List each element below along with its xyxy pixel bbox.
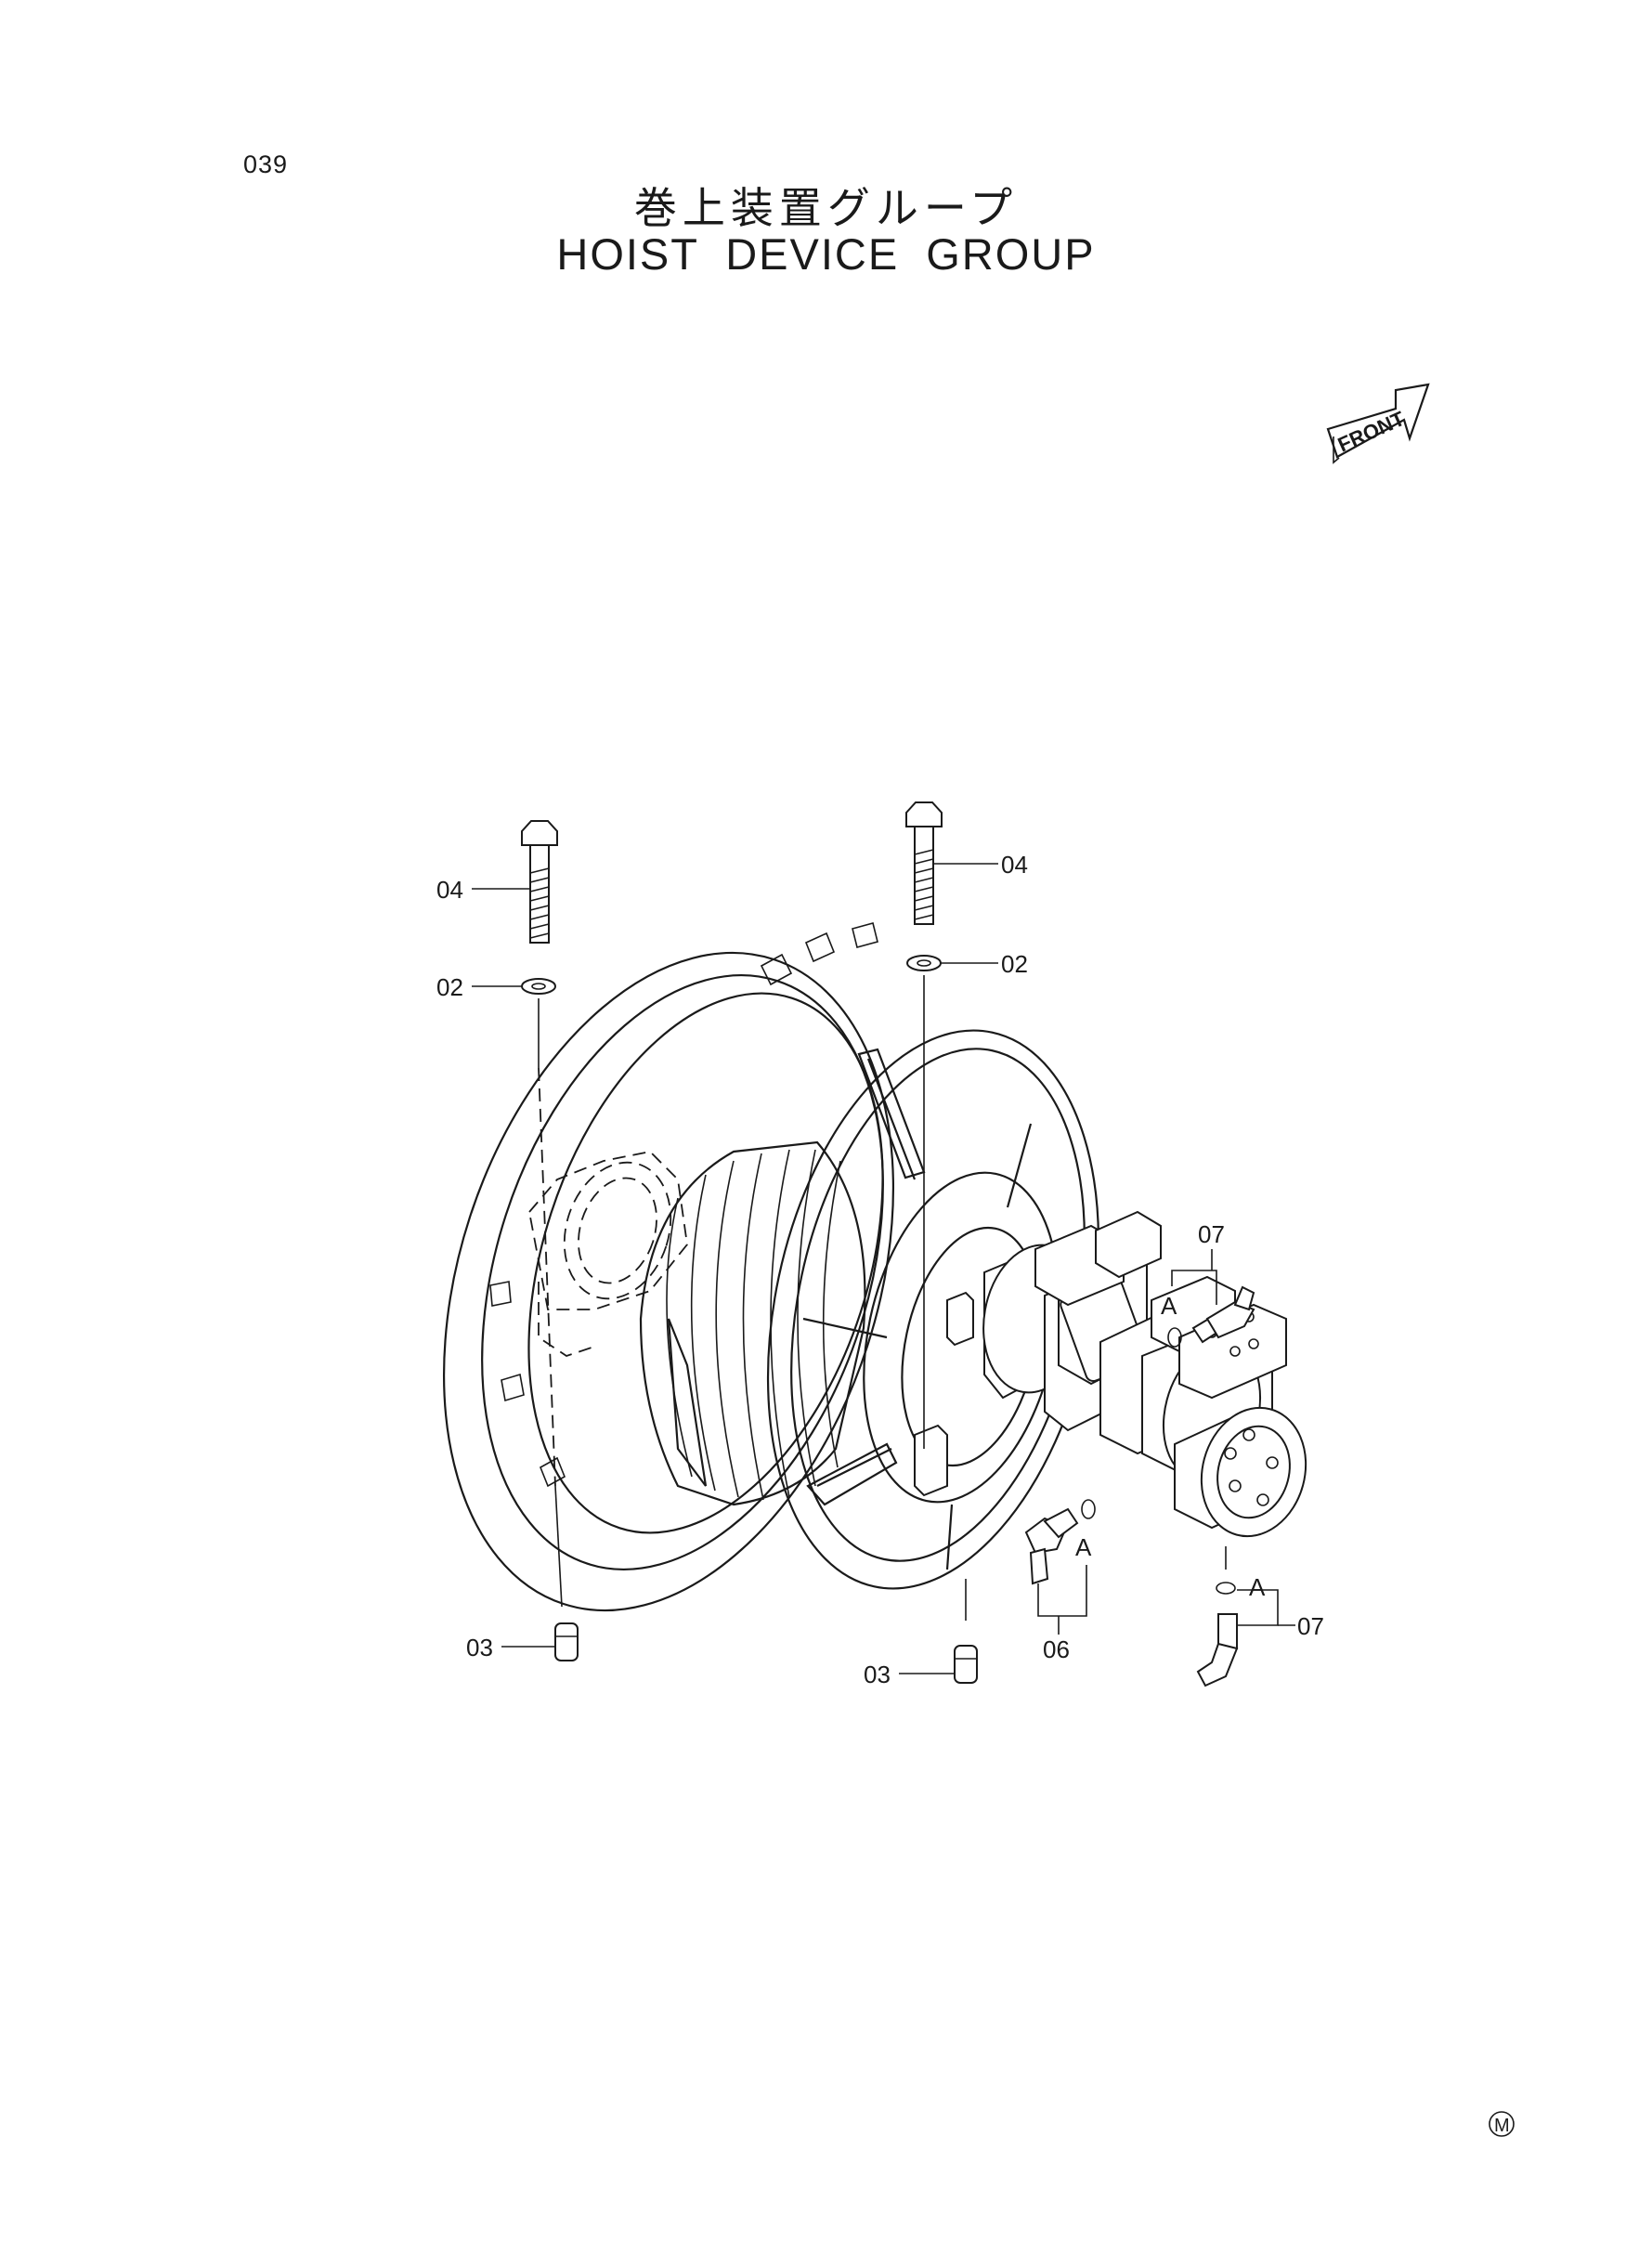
elbow-fitting-lower xyxy=(1024,1507,1079,1585)
front-arrow-icon: FRONT xyxy=(1326,383,1430,464)
o-ring-upper xyxy=(1167,1327,1182,1348)
washer-right xyxy=(906,955,942,971)
front-label: FRONT xyxy=(1334,407,1409,457)
callout-nut-right: 03 xyxy=(864,1661,891,1688)
callout-elbow-upper: 07 xyxy=(1198,1220,1225,1248)
ref-a-upper: A xyxy=(1161,1292,1177,1320)
bolt-left xyxy=(521,820,558,944)
elbow-fitting-right xyxy=(1196,1613,1239,1687)
callout-nut-left: 03 xyxy=(466,1634,493,1661)
page-title: HOIST DEVICE GROUP xyxy=(556,229,1096,279)
ref-a-lower: A xyxy=(1075,1533,1092,1561)
leader-elbow-right xyxy=(1237,1589,1279,1626)
bolt-right xyxy=(905,801,943,925)
callout-elbow-lower: 06 xyxy=(1043,1635,1070,1663)
page-number: 039 xyxy=(243,150,289,178)
bearing-bracket xyxy=(528,1151,688,1357)
callout-washer-right: 02 xyxy=(1001,950,1028,978)
o-ring-lower xyxy=(1081,1499,1096,1519)
leader-elbow-upper xyxy=(1171,1270,1217,1305)
cable-drum xyxy=(639,1140,866,1506)
callout-elbow-right: 07 xyxy=(1297,1612,1324,1640)
trademark-badge: M xyxy=(1489,2111,1515,2137)
o-ring-right xyxy=(1216,1582,1236,1595)
ref-a-right: A xyxy=(1249,1573,1266,1601)
nut-right xyxy=(954,1645,978,1684)
axis-bolt-left-hidden xyxy=(538,1067,556,1487)
drum-flange-left xyxy=(443,922,894,1612)
elbow-fitting-upper xyxy=(1191,1285,1255,1344)
page-title-japanese: 巻上装置グループ xyxy=(633,183,1019,233)
callout-washer-left: 02 xyxy=(436,973,463,1001)
callout-bolt-right: 04 xyxy=(1001,851,1028,879)
callout-bolt-left: 04 xyxy=(436,876,463,904)
trademark-letter: M xyxy=(1494,2116,1510,2136)
hoist-motor-assembly xyxy=(914,1210,1307,1538)
leader-elbow-lower xyxy=(1037,1565,1087,1617)
washer-left xyxy=(521,978,556,995)
axis-nut-left xyxy=(554,1485,563,1608)
nut-left xyxy=(554,1622,579,1661)
